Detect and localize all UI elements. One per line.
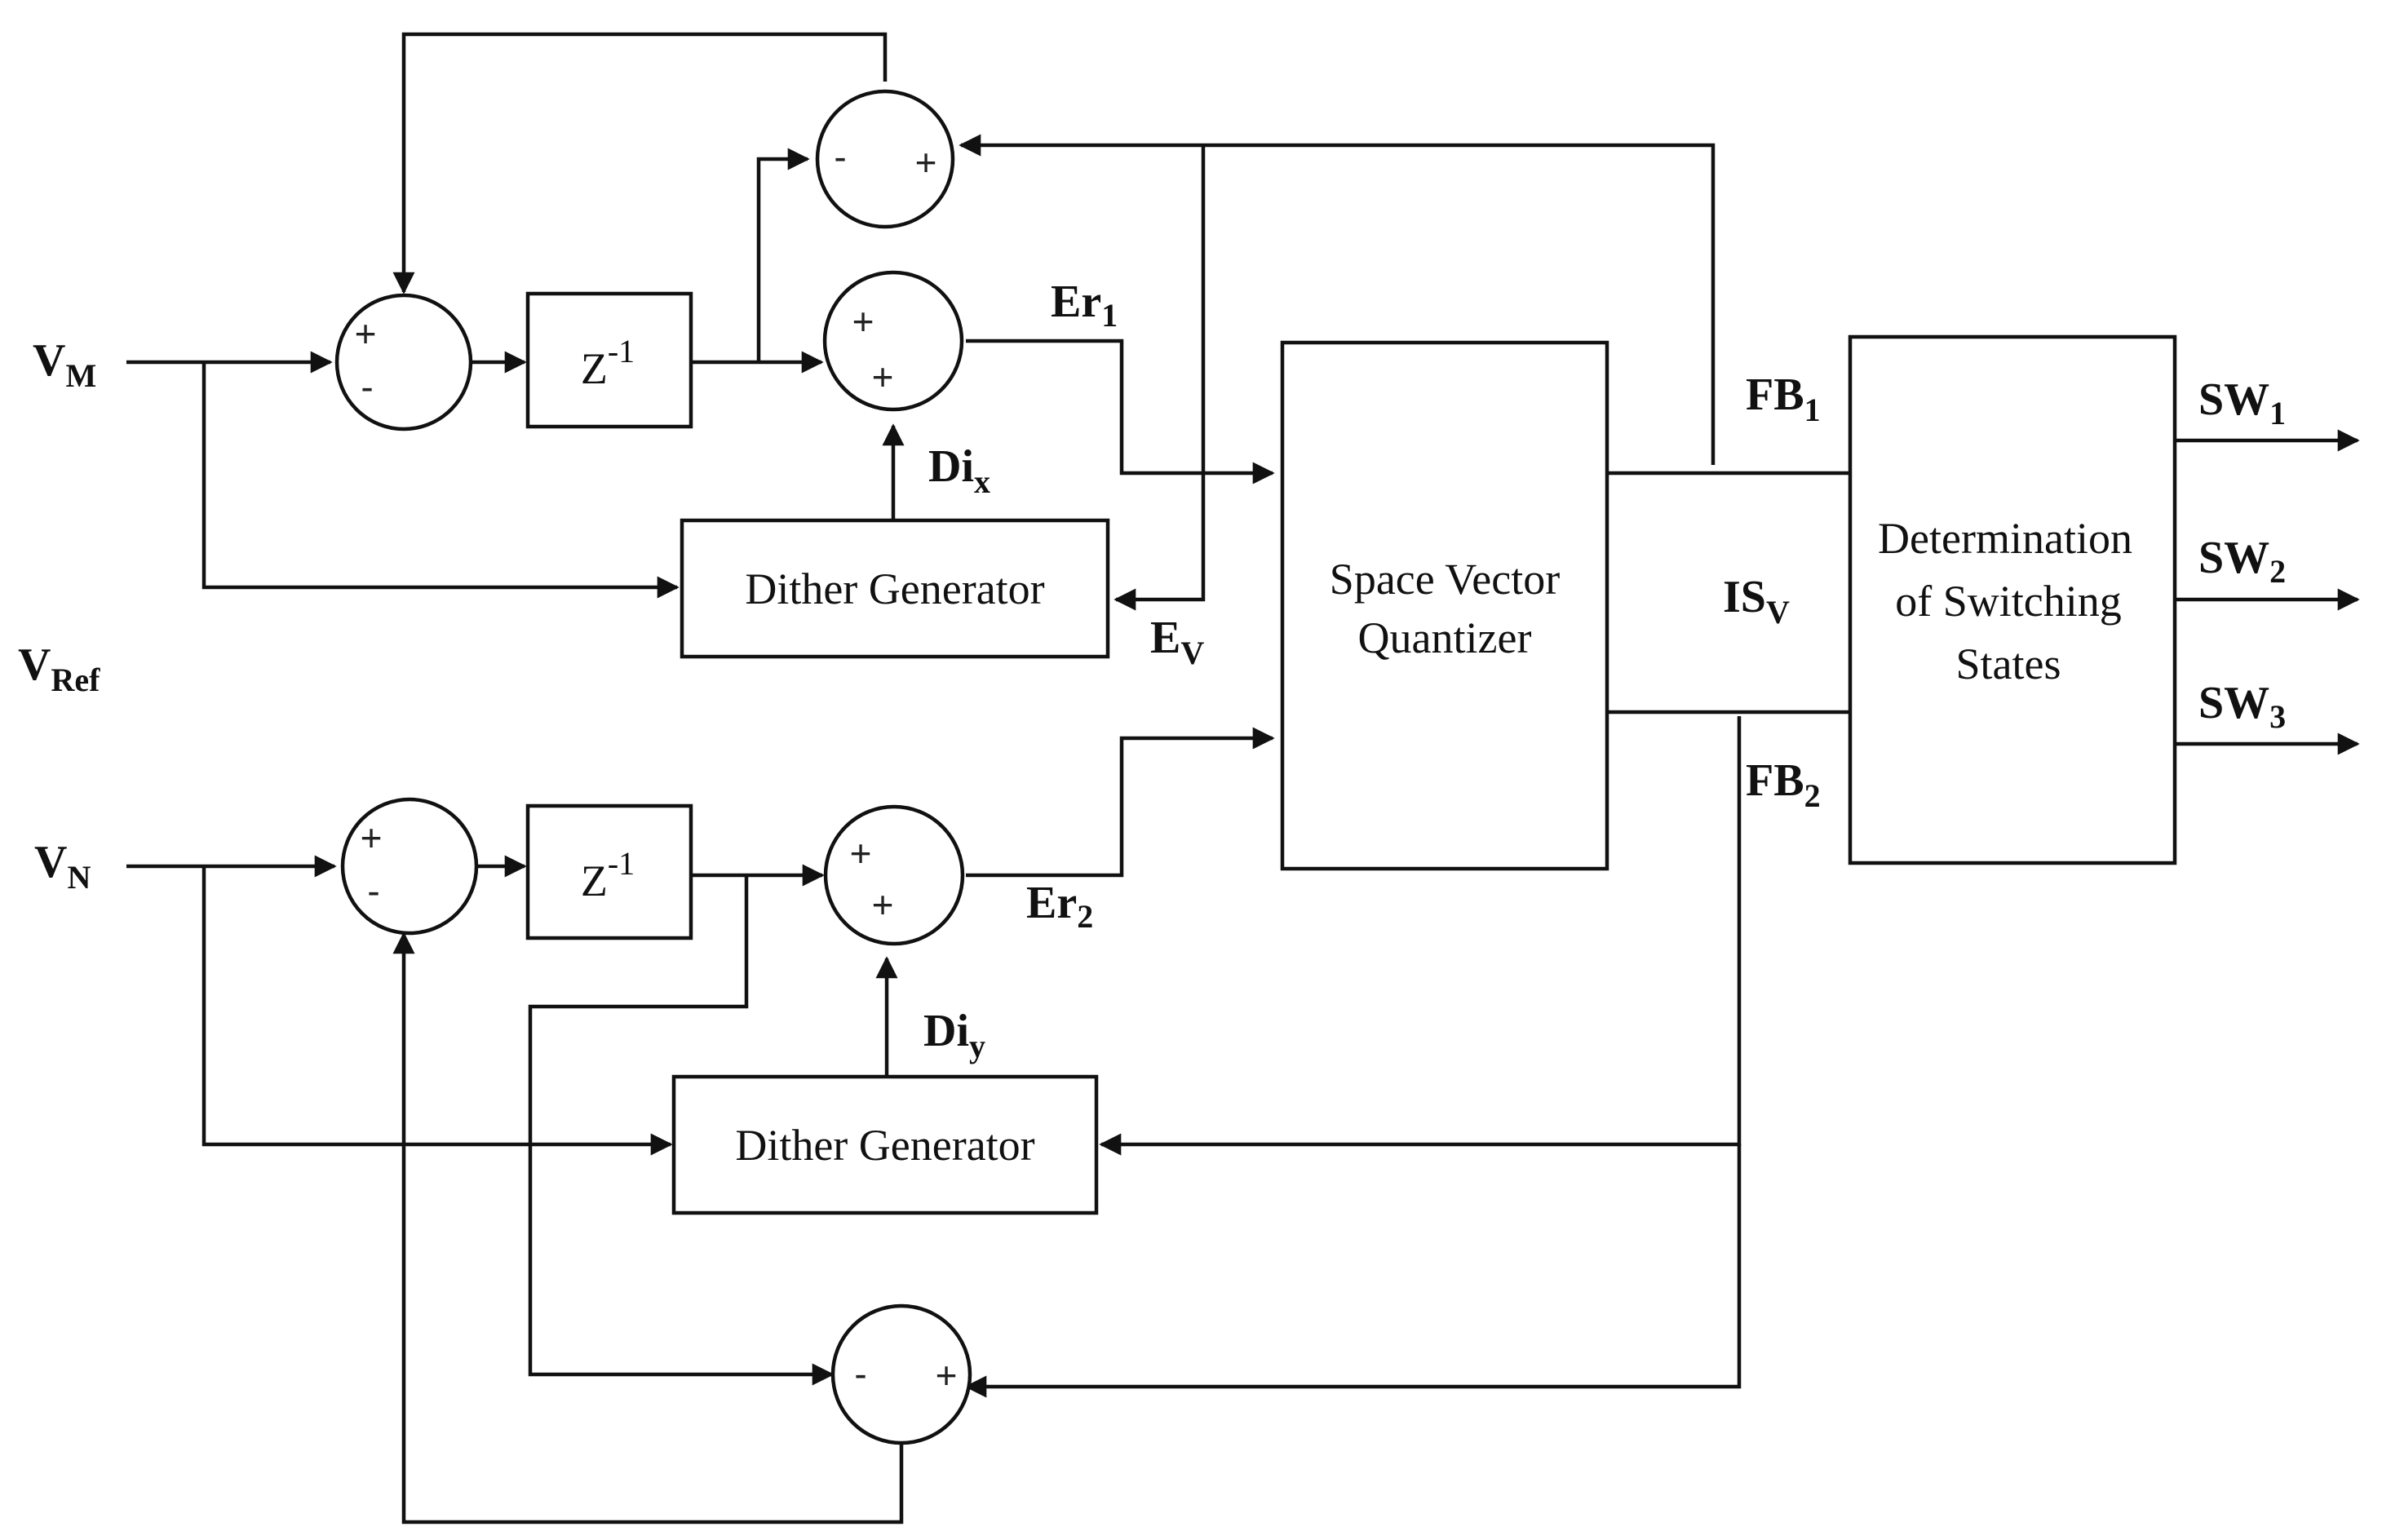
wire-diff2-feedback [392, 932, 904, 1525]
delay-block-1: Z-1 [525, 291, 693, 429]
sum-junction-1: + - [334, 293, 473, 431]
dither-generator-1: Dither Generator [680, 518, 1110, 659]
sum-junction-3: + - [340, 797, 479, 936]
sum-junction-4: + + [823, 804, 965, 946]
switching-label-line1: Determination [1878, 514, 2132, 563]
wire-vm-to-dither1 [201, 362, 680, 599]
wire-vn-to-dither2 [201, 866, 673, 1156]
label-isv: ISV [1723, 572, 1790, 631]
sign-plus: + [361, 816, 383, 859]
quantizer-label-line2: Quantizer [1358, 613, 1532, 662]
wire-diff1-feedback [392, 32, 888, 294]
label-sw2: SW2 [2198, 533, 2286, 590]
switching-states-block: Determination of Switching States [1848, 334, 2177, 865]
label-fb2: FB2 [1746, 755, 1821, 814]
label-er1: Er1 [1051, 277, 1118, 334]
delay-symbol: Z [581, 344, 608, 393]
label-fb1: FB1 [1746, 370, 1821, 428]
sign-plus: + [852, 300, 874, 343]
delay-exponent: -1 [608, 333, 635, 370]
sign-plus: + [850, 832, 872, 874]
label-vn: VN [34, 837, 91, 896]
svg-text:Z-1: Z-1 [581, 845, 635, 905]
delay-symbol: Z [581, 856, 608, 905]
sign-plus: + [872, 883, 894, 926]
label-sw3: SW3 [2198, 678, 2286, 735]
diff-junction-1: - + [815, 89, 955, 229]
sum-junction-2: + + [822, 270, 964, 412]
switching-label-line3: States [1956, 639, 2061, 688]
label-diy: Diy [923, 1006, 985, 1064]
wire-ev [1114, 147, 1206, 611]
label-vref: VRef [18, 639, 100, 698]
label-ev: EV [1150, 613, 1204, 671]
delay-block-2: Z-1 [525, 803, 693, 940]
wire-delay1-to-diff1 [756, 148, 810, 362]
space-vector-quantizer: Space Vector Quantizer [1280, 340, 1609, 871]
sign-minus: - [834, 135, 846, 178]
diff-junction-2: - + [830, 1303, 972, 1445]
dither-generator-label: Dither Generator [745, 564, 1044, 613]
sign-plus: + [355, 312, 377, 355]
sign-minus: - [854, 1352, 866, 1395]
sign-plus: + [936, 1354, 958, 1396]
quantizer-label-line1: Space Vector [1330, 555, 1560, 604]
wire-delay2-to-diff2 [528, 875, 835, 1386]
svg-text:Z-1: Z-1 [581, 333, 635, 393]
label-vm: VM [33, 335, 96, 394]
label-er2: Er2 [1026, 878, 1093, 935]
sign-plus: + [872, 356, 894, 398]
sign-plus: + [915, 141, 937, 184]
wire-fb2-to-diff2 [964, 1144, 1742, 1398]
label-sw1: SW1 [2198, 374, 2286, 431]
dither-generator-label: Dither Generator [735, 1121, 1034, 1170]
delay-exponent: -1 [608, 845, 635, 882]
sign-minus: - [361, 365, 373, 408]
wire-fb1 [959, 134, 1716, 465]
sign-minus: - [367, 870, 379, 912]
wires [126, 32, 2360, 1525]
wire-er2 [966, 727, 1275, 878]
switching-label-line2: of Switching [1895, 577, 2122, 626]
label-dix: Dix [928, 441, 990, 500]
dither-generator-2: Dither Generator [671, 1074, 1099, 1215]
wire-er1 [966, 339, 1275, 485]
